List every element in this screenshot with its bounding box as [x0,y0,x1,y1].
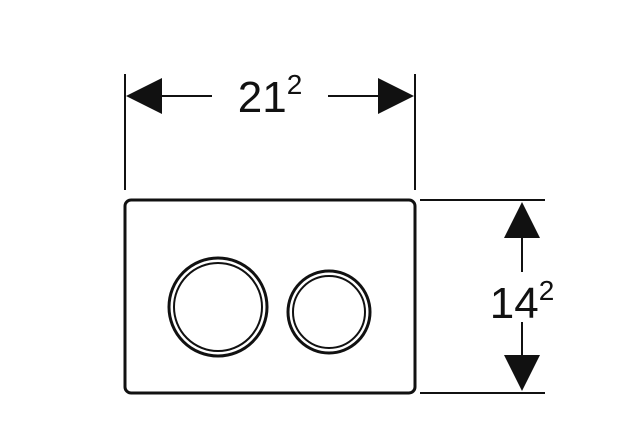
large-flush-button-outer [167,256,269,358]
height-label: 142 [490,275,555,328]
width-arrow-left-icon [126,78,162,114]
large-flush-button-inner [173,262,263,352]
height-exponent: 2 [539,275,555,306]
width-exponent: 2 [287,69,303,100]
flush-plate-outline [123,198,417,395]
height-arrow-down-icon [504,355,540,391]
height-value: 14 [490,279,539,328]
small-flush-button-outer [286,269,372,355]
width-value: 21 [238,73,287,122]
small-flush-button-inner [292,275,366,349]
width-label: 212 [238,69,303,122]
width-arrow-right-icon [378,78,414,114]
height-arrow-up-icon [504,202,540,238]
